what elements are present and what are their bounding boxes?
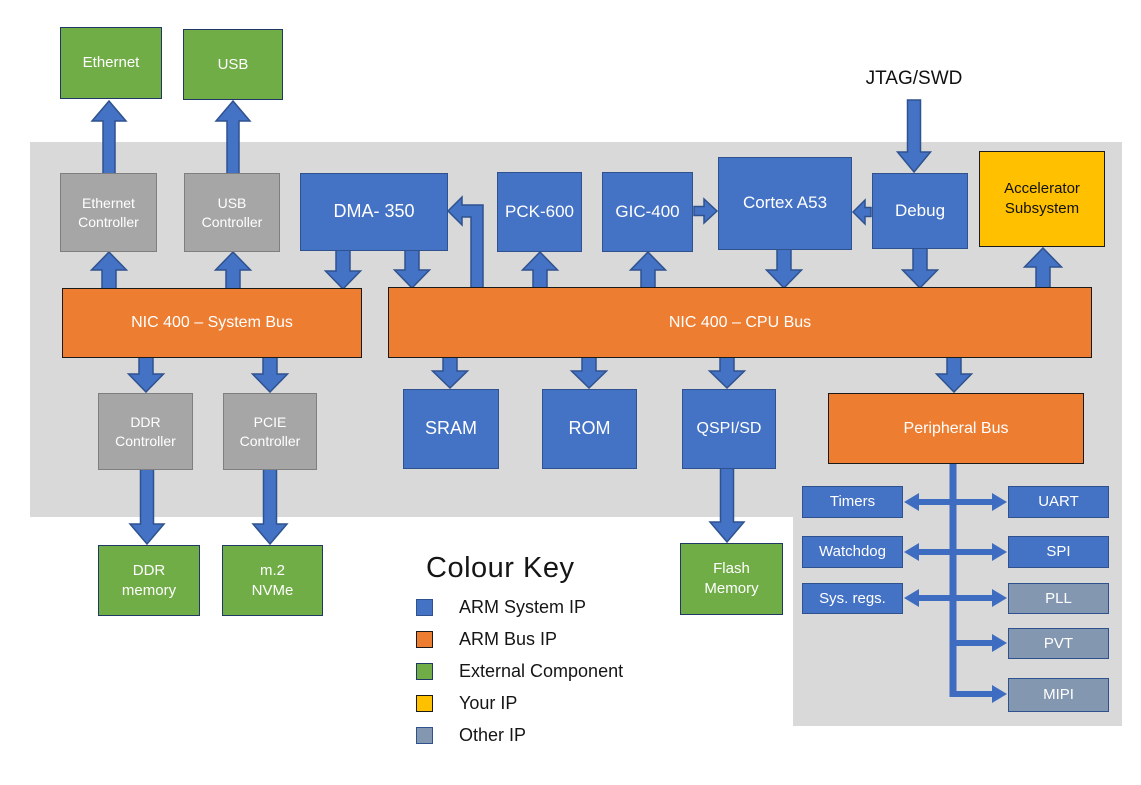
legend-swatch-other-ip	[416, 727, 433, 744]
node-ethernet-controller: Ethernet Controller	[60, 173, 157, 252]
arrow-ddr-ctrl-to-ddr-memory	[128, 468, 166, 546]
legend-swatch-arm-system	[416, 599, 433, 616]
legend-item-external: External Component	[416, 661, 738, 681]
node-system-bus: NIC 400 – System Bus	[62, 288, 362, 358]
arrow-cpubus-to-qspi	[707, 356, 747, 390]
arrow-cpubus-to-accelerator	[1022, 246, 1064, 289]
node-mipi: MIPI	[1008, 678, 1109, 712]
legend-title: Colour Key	[426, 552, 575, 584]
arrow-debug-to-cpubus	[900, 247, 940, 290]
colour-key-legend: Colour Key ARM System IP ARM Bus IP Extern…	[408, 552, 738, 759]
arrow-cpubus-to-gic400	[628, 250, 668, 289]
node-cortex-a53: Cortex A53	[718, 157, 852, 250]
arrow-eth-ctrl-to-ethernet	[90, 99, 128, 175]
arrowhead-right-branch-watchdog-spi	[992, 543, 1007, 561]
legend-item-arm-bus: ARM Bus IP	[416, 629, 738, 649]
node-peripheral-bus: Peripheral Bus	[828, 393, 1084, 464]
legend-label: Your IP	[459, 693, 518, 713]
arrowhead-left-branch-sysregs-pll	[904, 589, 919, 607]
arrow-qspi-to-flash-memory	[708, 467, 746, 544]
arrowhead-left-branch-timers-uart	[904, 493, 919, 511]
node-pll: PLL	[1008, 583, 1109, 614]
arrow-sysbus-to-ddr-ctrl	[126, 356, 166, 394]
arrow-dma-to-sysbus	[323, 249, 363, 291]
legend-label: Other IP	[459, 725, 527, 745]
node-flash-memory: Flash Memory	[680, 543, 783, 615]
arrow-debug-to-cortex	[851, 198, 872, 226]
node-gic-400: GIC-400	[602, 172, 693, 252]
legend-swatch-your-ip	[416, 695, 433, 712]
node-usb-controller: USB Controller	[184, 173, 280, 252]
node-qspi-sd: QSPI/SD	[682, 389, 776, 469]
legend-swatch-arm-bus	[416, 631, 433, 648]
node-pcie-controller: PCIE Controller	[223, 393, 317, 470]
node-ddr-controller: DDR Controller	[98, 393, 193, 470]
arrow-jtag-to-debug	[895, 99, 933, 174]
node-spi: SPI	[1008, 536, 1109, 568]
jtag-swd-label: JTAG/SWD	[865, 68, 963, 89]
arrow-cpubus-to-peripheral-bus	[934, 356, 974, 394]
arrow-pcie-ctrl-to-m2-nvme	[251, 468, 289, 546]
legend-item-arm-system: ARM System IP	[416, 597, 738, 617]
legend-rows: ARM System IP ARM Bus IP External Componen…	[408, 597, 738, 745]
arrow-usb-ctrl-to-usb	[214, 99, 252, 175]
arrow-gic400-to-cortex	[693, 197, 719, 225]
node-dma-350: DMA- 350	[300, 173, 448, 251]
arrow-cpubus-to-rom	[569, 356, 609, 390]
arrow-sysbus-to-eth-ctrl	[89, 250, 129, 290]
arrow-sysbus-to-pcie-ctrl	[250, 356, 290, 394]
arrow-cortex-to-cpubus	[764, 248, 804, 290]
node-pck-600: PCK-600	[497, 172, 582, 252]
node-ddr-memory: DDR memory	[98, 545, 200, 616]
legend-label: ARM Bus IP	[459, 629, 558, 649]
arrow-cpu-bus-to-dma	[446, 195, 484, 290]
arrowhead-right-branch-timers-uart	[992, 493, 1007, 511]
node-watchdog: Watchdog	[802, 536, 903, 568]
arrowhead-left-branch-watchdog-spi	[904, 543, 919, 561]
node-sram: SRAM	[403, 389, 499, 469]
legend-item-other-ip: Other IP	[416, 725, 738, 745]
node-timers: Timers	[802, 486, 903, 518]
node-ethernet: Ethernet	[60, 27, 162, 99]
node-cpu-bus: NIC 400 – CPU Bus	[388, 287, 1092, 358]
node-m2-nvme: m.2 NVMe	[222, 545, 323, 616]
arrowhead-right-branch-sysregs-pll	[992, 589, 1007, 607]
node-accelerator: Accelerator Subsystem	[979, 151, 1105, 247]
legend-label: External Component	[459, 661, 624, 681]
arrow-cpubus-to-pck600	[520, 250, 560, 289]
legend-item-your-ip: Your IP	[416, 693, 738, 713]
legend-label: ARM System IP	[459, 597, 587, 617]
arrowhead-right-branch-pvt	[992, 634, 1007, 652]
arrow-dma-to-cpubus	[392, 249, 432, 290]
node-uart: UART	[1008, 486, 1109, 518]
node-rom: ROM	[542, 389, 637, 469]
node-pvt: PVT	[1008, 628, 1109, 659]
arrow-cpubus-to-sram	[430, 356, 470, 390]
node-debug: Debug	[872, 173, 968, 249]
arrowhead-right-branch-mipi	[992, 685, 1007, 703]
node-sys-regs: Sys. regs.	[802, 583, 903, 614]
arrow-sysbus-to-usb-ctrl	[213, 250, 253, 290]
node-usb: USB	[183, 29, 283, 100]
legend-swatch-external	[416, 663, 433, 680]
